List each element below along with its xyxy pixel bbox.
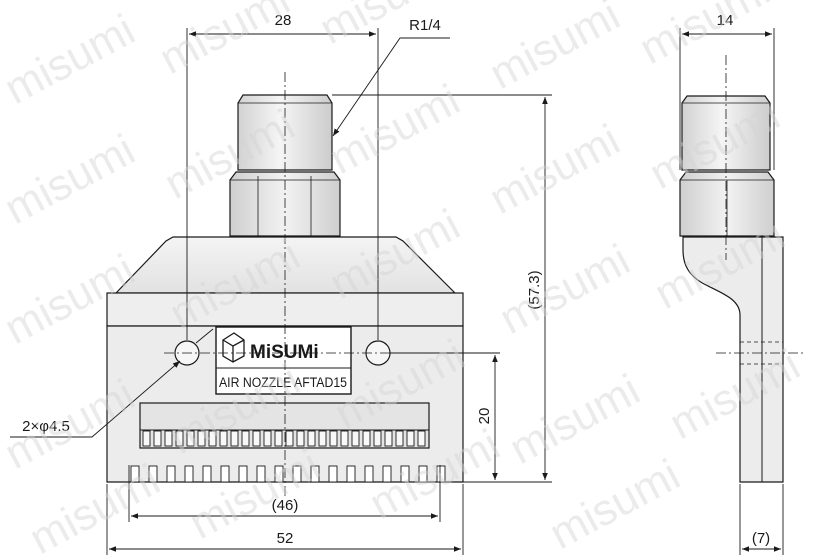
slot-tooth — [362, 430, 371, 447]
slot-tooth — [296, 430, 305, 447]
dimension-texts: 28 R1/4 14 (57.3) 20 2×φ4.5 (46) 52 (7) — [22, 12, 770, 547]
bottom-tooth — [292, 465, 302, 483]
dim-hole-height: 20 — [476, 408, 493, 425]
slot-teeth — [142, 430, 426, 447]
watermark-text: misumi — [542, 450, 688, 559]
bottom-tooth — [184, 465, 194, 483]
product-label-text: AIR NOZZLE AFTAD15 — [219, 375, 347, 390]
dimension-lines — [10, 28, 784, 555]
watermark-text: misumi — [322, 75, 468, 184]
watermark-text: misumi — [0, 5, 143, 114]
slot-tooth — [329, 430, 338, 447]
bottom-tooth — [130, 465, 140, 483]
centerlines-side — [716, 55, 804, 365]
bottom-tooth — [346, 465, 356, 483]
bottom-tooth — [364, 465, 374, 483]
dim-total-height: (57.3) — [526, 270, 543, 309]
bottom-tooth — [238, 465, 248, 483]
slot-tooth — [285, 430, 294, 447]
watermark-text: misumi — [492, 235, 638, 344]
dim-slot-width: (46) — [272, 497, 299, 514]
slot-tooth — [406, 430, 415, 447]
slot-tooth — [351, 430, 360, 447]
dim-side-width: 14 — [717, 12, 734, 29]
slot-tooth — [384, 430, 393, 447]
slot-tooth — [395, 430, 404, 447]
dim-side-thickness: (7) — [752, 530, 770, 547]
slot-tooth — [186, 430, 195, 447]
watermark-text: misumi — [632, 0, 778, 74]
watermark-text: misumi — [22, 455, 168, 560]
bottom-tooth — [220, 465, 230, 483]
slot-tooth — [142, 430, 151, 447]
bottom-tooth — [148, 465, 158, 483]
misumi-logo: MiSUMi — [222, 332, 319, 363]
slot-tooth — [307, 430, 316, 447]
watermark-text: misumi — [502, 365, 648, 474]
slot-tooth — [318, 430, 327, 447]
slot-tooth — [274, 430, 283, 447]
watermark-text: misumi — [662, 340, 808, 449]
slot-tooth — [340, 430, 349, 447]
slot-tooth — [230, 430, 239, 447]
watermark-text: misumi — [0, 125, 143, 234]
bottom-tooth — [382, 465, 392, 483]
slot-tooth — [241, 430, 250, 447]
slot-tooth — [197, 430, 206, 447]
dim-total-width: 52 — [277, 530, 294, 547]
brand-logo-text: MiSUMi — [250, 342, 319, 363]
bottom-tooth — [256, 465, 266, 483]
bottom-tooth — [274, 465, 284, 483]
bottom-tooth — [328, 465, 338, 483]
slot-tooth — [373, 430, 382, 447]
bottom-tooth — [400, 465, 410, 483]
bottom-tooth — [310, 465, 320, 483]
dim-thread-size: R1/4 — [409, 17, 441, 34]
dim-hole-pitch: 28 — [275, 12, 292, 29]
watermark-text: misumi — [482, 0, 628, 99]
slot-tooth — [208, 430, 217, 447]
bottom-tooth — [418, 465, 428, 483]
slot-tooth — [263, 430, 272, 447]
slot-tooth — [175, 430, 184, 447]
side-body — [682, 236, 784, 483]
slot-tooth — [252, 430, 261, 447]
bottom-tooth — [436, 465, 446, 483]
bottom-tooth — [166, 465, 176, 483]
slot-tooth — [417, 430, 426, 447]
watermark-text: misumi — [152, 0, 298, 84]
dim-hole-spec: 2×φ4.5 — [22, 418, 70, 435]
bottom-teeth — [130, 465, 446, 483]
slot-tooth — [164, 430, 173, 447]
slot-tooth — [219, 430, 228, 447]
watermark-text: misumi — [482, 115, 628, 224]
bottom-tooth — [202, 465, 212, 483]
slot-tooth — [153, 430, 162, 447]
